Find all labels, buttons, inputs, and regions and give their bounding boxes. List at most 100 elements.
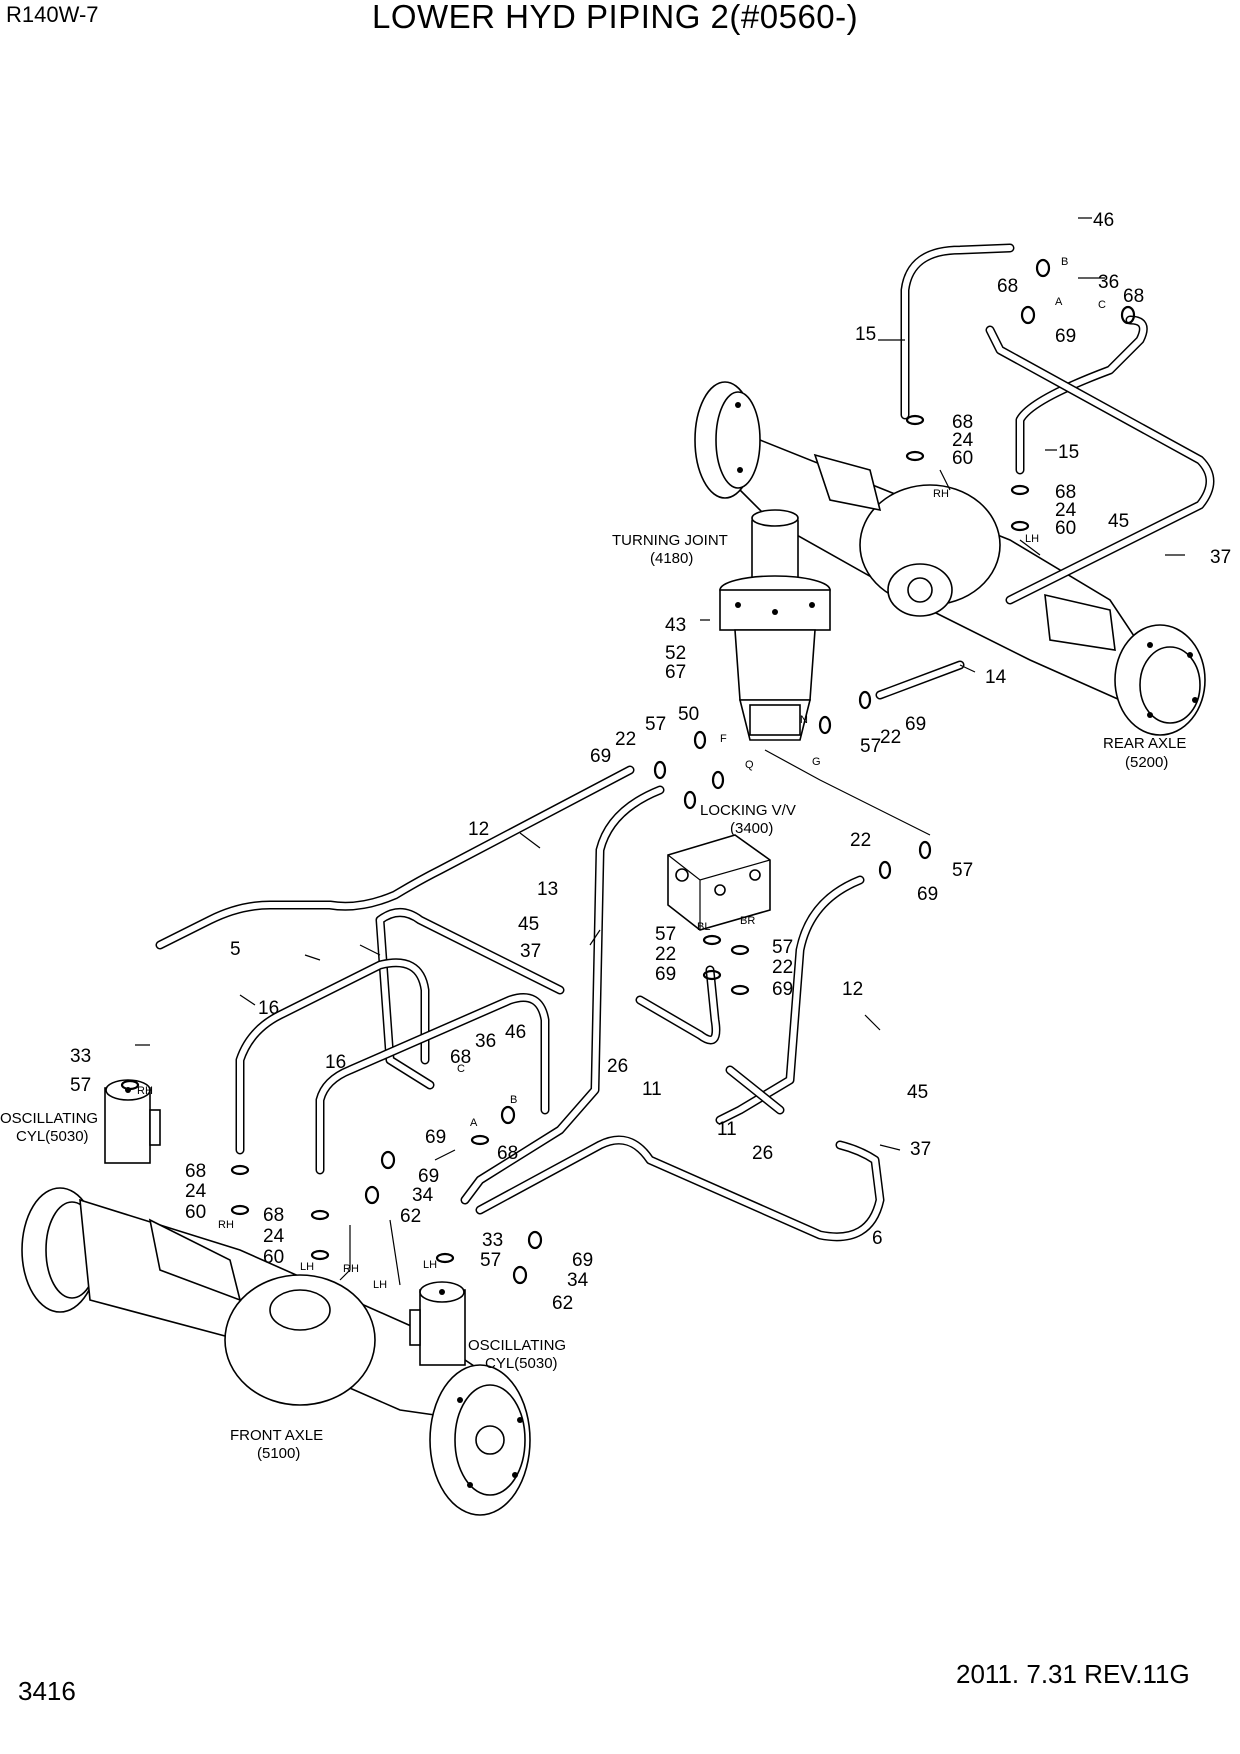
svg-text:LH: LH [373,1279,387,1291]
svg-text:G: G [812,756,821,768]
revision-date: 2011. 7.31 REV.11G [956,1659,1190,1689]
caption-rear-axle: REAR AXLE [1103,735,1186,752]
callout: 62 [552,1293,573,1314]
svg-text:RH: RH [137,1085,153,1097]
callout: 69 [590,746,611,767]
caption-front-axle: FRONT AXLE [230,1427,323,1444]
leader-lines [135,217,1185,1286]
callout: 69 [425,1127,446,1148]
caption-turning-joint: TURNING JOINT [612,532,728,549]
callout: 37 [520,941,541,962]
caption-locking-vv: LOCKING V/V [700,802,796,819]
callout: 69 [917,884,938,905]
svg-text:RH: RH [218,1219,234,1231]
callout: 68 [263,1205,284,1226]
callout: 26 [752,1143,773,1164]
callout: 22 [655,944,676,965]
callout: 13 [537,879,558,900]
callout: 22 [880,727,901,748]
callout: 57 [772,937,793,958]
svg-text:RH: RH [343,1263,359,1275]
callout: 69 [572,1250,593,1271]
callout: 57 [860,736,881,757]
callout: 50 [678,704,699,725]
port-labels: B A C RH LH N F Q G BL BR C B A RH RH LH… [137,256,1106,1291]
svg-text:LH: LH [1025,533,1039,545]
part-callouts: 46 68 36 68 15 69 68 24 60 15 68 24 60 4… [70,210,1231,1314]
callout: 34 [412,1185,434,1206]
svg-text:RH: RH [933,488,949,500]
callout: 69 [655,964,676,985]
callout: 22 [615,729,636,750]
callout: 6 [872,1228,883,1249]
callout: 45 [907,1082,928,1103]
locking-valve-drawing [667,834,771,931]
svg-text:A: A [1055,296,1063,308]
callout: 69 [418,1166,439,1187]
callout: 22 [772,957,793,978]
svg-text:F: F [720,733,727,745]
caption-osc-cyl-left-no: CYL(5030) [16,1128,89,1145]
callout: 15 [1058,442,1079,463]
callout: 60 [185,1202,206,1223]
callout: 68 [185,1161,206,1182]
callout: 26 [607,1056,628,1077]
callout: 24 [1055,500,1077,521]
hose-network [155,243,1215,1242]
callout: 60 [952,448,973,469]
caption-locking-vv-no: (3400) [730,820,773,837]
component-captions: TURNING JOINT (4180) LOCKING V/V (3400) … [0,532,1186,1462]
callout: 60 [263,1247,284,1268]
callout: 14 [985,667,1007,688]
page-number: 3416 [18,1676,76,1706]
callout: 33 [482,1230,503,1251]
callout: 24 [263,1226,285,1247]
callout: 57 [645,714,666,735]
callout: 60 [1055,518,1076,539]
svg-text:C: C [457,1063,465,1075]
callout: 68 [997,276,1018,297]
svg-text:BR: BR [740,915,755,927]
callout: 68 [497,1143,518,1164]
caption-osc-cyl-right-no: CYL(5030) [485,1355,558,1372]
callout: 24 [952,430,974,451]
callout: 22 [850,830,871,851]
callout: 68 [450,1047,471,1068]
callout: 15 [855,324,876,345]
svg-text:B: B [1061,256,1068,268]
svg-text:C: C [1098,299,1106,311]
svg-text:Q: Q [745,759,754,771]
rear-axle-drawing [694,381,1206,736]
callout: 68 [1055,482,1076,503]
model-code: R140W-7 [6,2,99,27]
oscillating-cylinder-right [409,1281,466,1366]
callout: 57 [70,1075,91,1096]
oscillating-cylinder-left [104,1079,161,1164]
svg-text:B: B [510,1094,517,1106]
callout: 37 [1210,547,1231,568]
caption-front-axle-no: (5100) [257,1445,300,1462]
callout: 45 [1108,511,1129,532]
caption-osc-cyl-right: OSCILLATING [468,1337,566,1354]
callout: 69 [772,979,793,1000]
callout: 57 [952,860,973,881]
page-title: LOWER HYD PIPING 2(#0560-) [372,0,859,35]
callout: 11 [717,1119,737,1140]
callout: 24 [185,1181,207,1202]
callout: 34 [567,1270,589,1291]
front-axle-drawing [21,1187,531,1516]
callout: 67 [665,662,686,683]
callout: 57 [655,924,676,945]
callout: 37 [910,1139,931,1160]
callout: 68 [952,412,973,433]
callout: 62 [400,1206,421,1227]
callout: 68 [1123,286,1144,307]
callout: 46 [505,1022,526,1043]
callout: 33 [70,1046,91,1067]
turning-joint-drawing [719,509,831,741]
caption-rear-axle-no: (5200) [1125,754,1168,771]
callout: 36 [475,1031,496,1052]
callout: 36 [1098,272,1119,293]
callout: 16 [325,1052,346,1073]
